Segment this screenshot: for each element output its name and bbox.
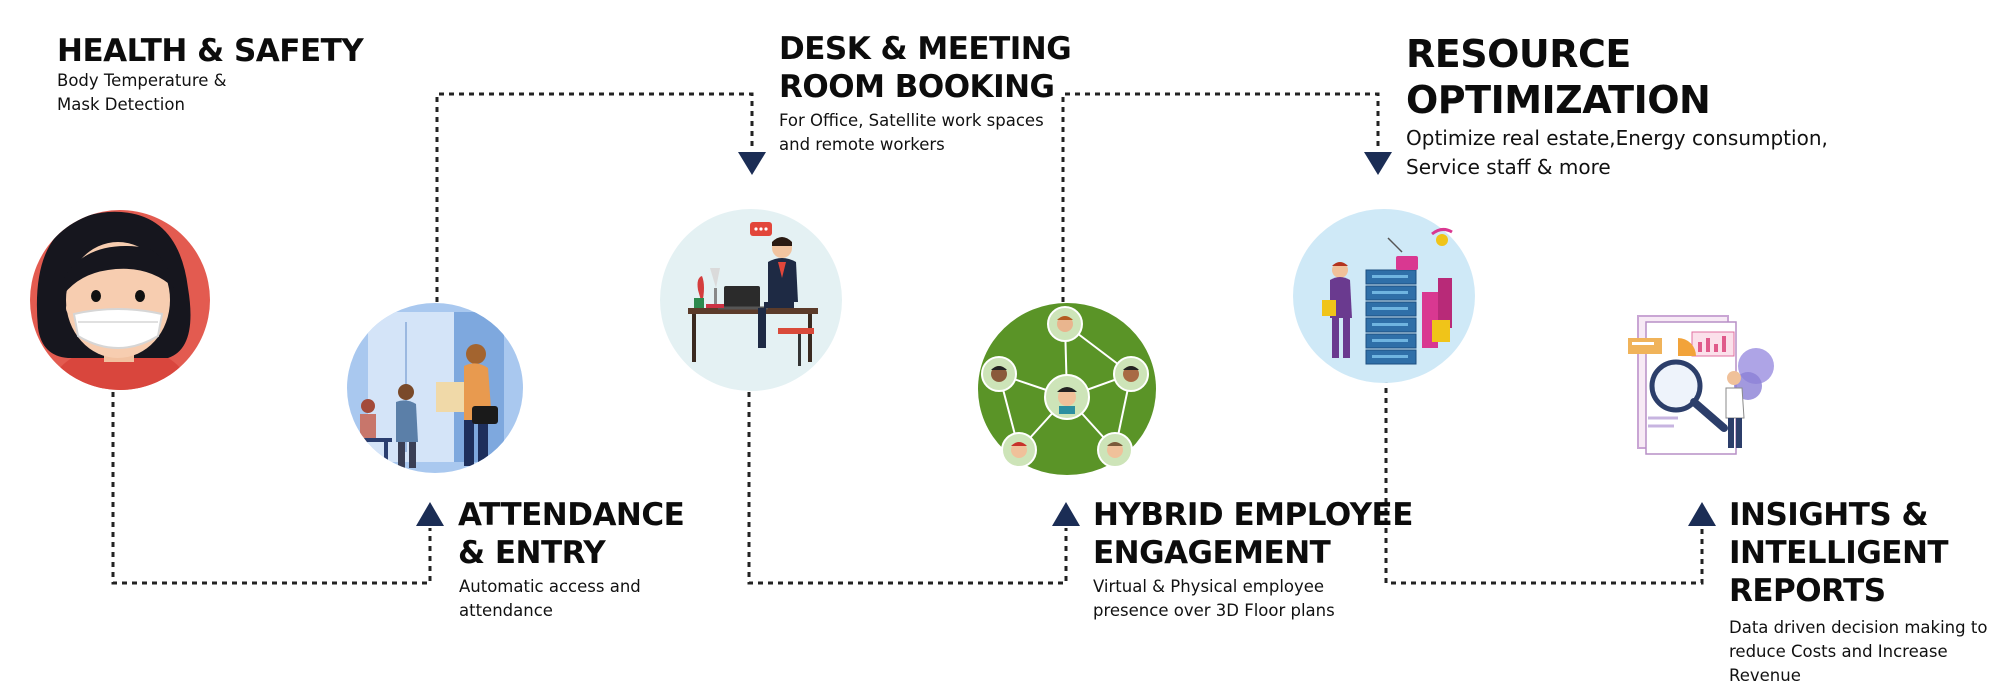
hybrid-desc-line-2: presence over 3D Floor plans	[1093, 600, 1335, 620]
hybrid-description: Virtual & Physical employee presence ove…	[1093, 575, 1335, 623]
insights-desc-line-1: Data driven decision making to	[1729, 618, 1988, 637]
resource-desc-line-2: Service staff & more	[1406, 155, 1611, 179]
analytics-magnifier-illustration	[1628, 315, 1774, 455]
insights-title-line-3: REPORTS	[1729, 572, 1886, 609]
desk-title-line-1: DESK & MEETING	[779, 31, 1072, 67]
desk-title: DESK & MEETING ROOM BOOKING	[779, 31, 1072, 107]
hybrid-title-line-2: ENGAGEMENT	[1093, 534, 1331, 571]
health-description: Body Temperature & Mask Detection	[57, 69, 227, 117]
desk-worker-illustration	[660, 209, 842, 391]
health-desc-line-2: Mask Detection	[57, 94, 185, 114]
attendance-title-line-2: & ENTRY	[458, 534, 606, 571]
insights-title-line-2: INTELLIGENT	[1729, 534, 1949, 571]
resource-title-line-2: OPTIMIZATION	[1406, 78, 1711, 123]
hybrid-title-line-1: HYBRID EMPLOYEE	[1093, 497, 1413, 533]
health-title: HEALTH & SAFETY	[57, 33, 364, 71]
hybrid-title: HYBRID EMPLOYEE ENGAGEMENT	[1093, 497, 1413, 573]
arrow-down-desk	[738, 152, 766, 175]
resource-description: Optimize real estate,Energy consumption,…	[1406, 124, 1828, 182]
connector-attendance-to-desk	[435, 92, 754, 302]
connector-resource-to-insights	[1384, 378, 1704, 585]
resource-title: RESOURCE OPTIMIZATION	[1406, 31, 1711, 124]
server-stack-illustration	[1293, 209, 1475, 383]
arrow-up-insights	[1688, 502, 1716, 526]
office-entry-illustration	[347, 303, 523, 473]
insights-desc-line-2: reduce Costs and Increase Revenue	[1729, 641, 1948, 685]
attendance-desc-line-1: Automatic access and	[459, 577, 641, 596]
resource-desc-line-1: Optimize real estate,Energy consumption,	[1406, 126, 1828, 150]
health-desc-line-1: Body Temperature &	[57, 71, 227, 90]
arrow-up-attendance	[416, 502, 444, 526]
masked-person-illustration	[30, 210, 210, 390]
insights-title-line-1: INSIGHTS &	[1729, 497, 1929, 533]
hybrid-desc-line-1: Virtual & Physical employee	[1093, 577, 1325, 596]
desk-description: For Office, Satellite work spaces and re…	[779, 109, 1044, 157]
insights-description: Data driven decision making to reduce Co…	[1729, 616, 2000, 688]
connector-hybrid-to-resource	[1061, 92, 1380, 302]
attendance-desc-line-2: attendance	[459, 600, 553, 620]
arrow-up-hybrid	[1052, 502, 1080, 526]
employee-network-illustration	[978, 303, 1156, 475]
resource-title-line-1: RESOURCE	[1406, 32, 1631, 76]
attendance-title: ATTENDANCE & ENTRY	[458, 497, 685, 573]
desk-desc-line-2: and remote workers	[779, 134, 945, 154]
desk-title-line-2: ROOM BOOKING	[779, 68, 1055, 105]
attendance-title-line-1: ATTENDANCE	[458, 497, 685, 533]
insights-title: INSIGHTS & INTELLIGENT REPORTS	[1729, 497, 1949, 610]
desk-desc-line-1: For Office, Satellite work spaces	[779, 111, 1044, 130]
arrow-down-resource	[1364, 152, 1392, 175]
attendance-description: Automatic access and attendance	[459, 575, 641, 623]
health-title-line-1: HEALTH & SAFETY	[57, 33, 364, 69]
